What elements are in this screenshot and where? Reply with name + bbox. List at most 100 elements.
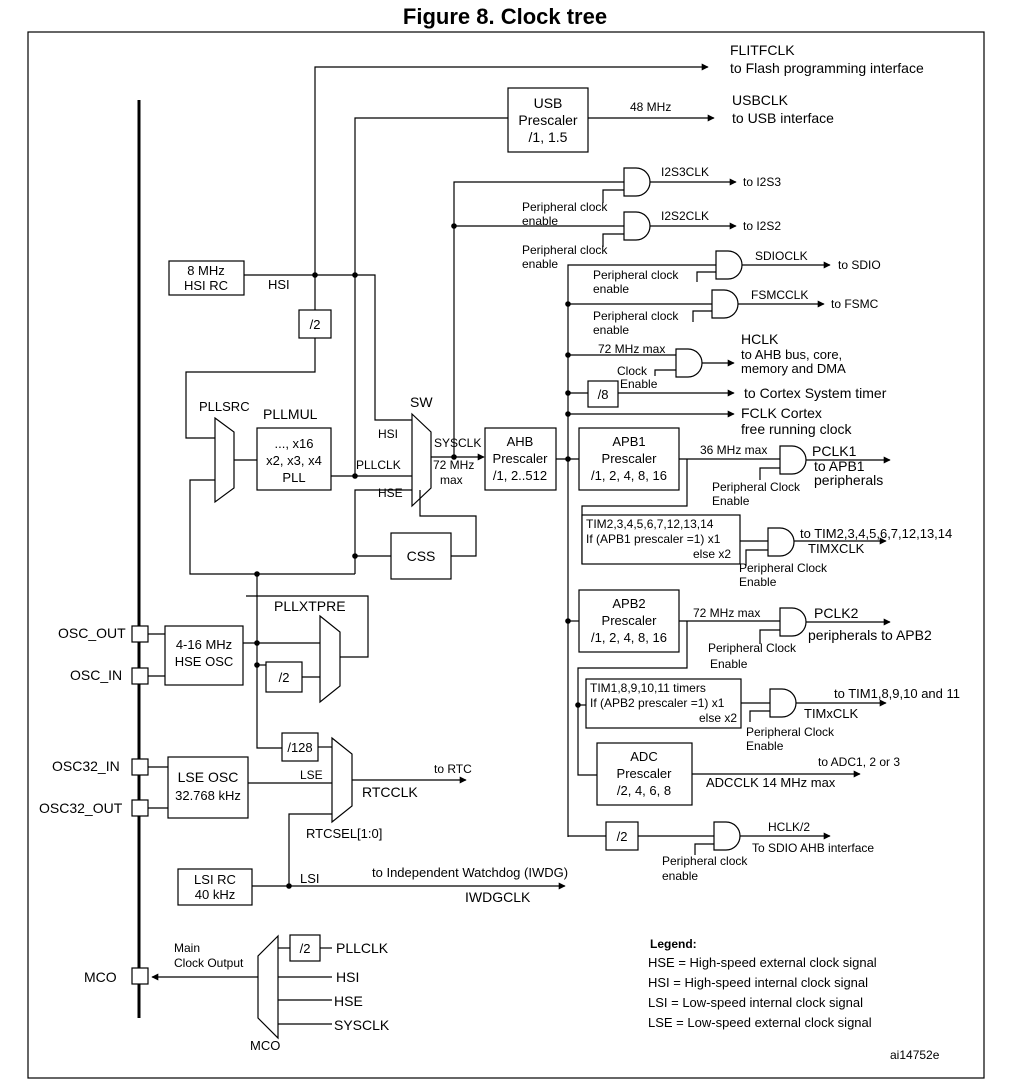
sysclk-label: SYSCLK [434,436,481,450]
adc-signal: ADCCLK 14 MHz max [706,775,836,790]
pllxtpre-div: /2 [279,670,290,685]
tim-apb2-dest: to TIM1,8,9,10 and 11 [834,686,960,701]
sdio-enable-1: Peripheral clock [593,268,679,282]
sw-in-pll: PLLCLK [356,458,401,472]
apb2-dest: peripherals to APB2 [808,627,932,643]
lse-osc-line2: 32.768 kHz [175,788,241,803]
pclk1-and-gate [779,445,807,475]
pllxtpre-div2-box [265,661,303,693]
tim-apb2-enable-1: Peripheral Clock [746,725,835,739]
usb-box-line3: /1, 1.5 [529,129,568,145]
i2s-sysclk-line [453,181,624,457]
sdio-signal: SDIOCLK [755,249,808,263]
usb-input-line [354,117,508,390]
mco-div: /2 [300,941,311,956]
tim-apb1-box [581,514,741,565]
rtc-lse-label: LSE [300,768,323,782]
osc-out-label: OSC_OUT [58,625,126,641]
sw-in-hsi: HSI [378,427,398,441]
lse-osc-line1: LSE OSC [178,769,239,785]
sdio-enable-2: enable [593,282,629,296]
apb1-line3: /1, 2, 4, 8, 16 [591,468,667,483]
pllsrc-mux [214,416,235,504]
fsmc-and-gate [711,289,739,319]
osc-out-pin [131,625,149,643]
apb1-enable-1: Peripheral Clock [712,480,801,494]
sdio-ahb-div2-box [605,821,639,851]
apb2-enable-2: Enable [710,657,748,671]
fsmc-enable-1: Peripheral clock [593,309,679,323]
hsi-div2: /2 [310,317,321,332]
lsi-label: LSI [300,871,320,886]
apb1-dest-2: peripherals [814,472,883,488]
sdio-ahb-enable-2: enable [662,869,698,883]
tim-apb1-enable-1: Peripheral Clock [739,561,828,575]
pll-box [256,427,332,491]
pclk2-and-gate [779,607,807,637]
hclk-dest-1: to AHB bus, core, [741,347,842,362]
pclk2-signal: PCLK2 [814,605,859,621]
sdio-ahb-enable-1: Peripheral clock [662,854,748,868]
sdio-ahb-div: /2 [617,829,628,844]
usb-prescaler-box [507,87,589,153]
flitf-signal: FLITFCLK [730,42,795,58]
fclk-line2: free running clock [741,421,853,437]
pll-title: PLLMUL [263,406,318,422]
adc-line3: /2, 4, 6, 8 [617,783,671,798]
apb1-prescaler-box [578,427,680,491]
adc-line1: ADC [630,749,657,764]
apb1-line1: APB1 [612,434,645,449]
osc-in-pin [131,667,149,685]
mco-in-hse: HSE [334,993,363,1009]
sysclk-max-1: 72 MHz [433,458,474,472]
adc-line2: Prescaler [617,766,673,781]
legend-item-hsi: HSI = High-speed internal clock signal [648,975,868,990]
mco-div2-box [289,934,321,962]
pll-line3: PLL [282,470,305,485]
sw-in-hse: HSE [378,486,403,500]
apb2-prescaler-box [578,589,680,653]
tim-apb1-line1: TIM2,3,4,5,6,7,12,13,14 [586,517,714,531]
lsi-line2: 40 kHz [195,887,235,902]
usb-freq: 48 MHz [630,100,671,114]
sdio-ahb-signal: HCLK/2 [768,820,810,834]
pllsrc-label: PLLSRC [199,399,250,414]
iwdgclk-signal: IWDGCLK [465,889,531,905]
pll-line2: x2, x3, x4 [266,453,322,468]
apb1-line2: Prescaler [602,451,658,466]
mco-mux-label: MCO [250,1038,280,1053]
fsmc-enable-2: enable [593,323,629,337]
adc-dest: to ADC1, 2 or 3 [818,755,900,769]
apb1-enable-2: Enable [712,494,750,508]
mco-mux [257,934,279,1040]
i2s3-signal: I2S3CLK [661,165,709,179]
tim-apb1-line3: else x2 [693,547,731,561]
cortex-dest: to Cortex System timer [744,385,887,401]
apb1-max: 36 MHz max [700,443,767,457]
hse-osc-line2: HSE OSC [175,654,234,669]
sdio-ahb-dest: To SDIO AHB interface [752,841,874,855]
lsi-line1: LSI RC [194,872,236,887]
i2s2-signal: I2S2CLK [661,209,709,223]
sdio-and-gate [715,250,743,280]
ahb-prescaler-box [484,427,557,491]
tim-apb2-enable-2: Enable [746,739,784,753]
hclk-bus [567,264,716,837]
tim-apb2-and-gate [769,688,797,718]
flitf-line [314,63,709,275]
sw-mux [411,412,432,508]
sysclk-max-2: max [440,473,463,487]
tim-apb2-line1: TIM1,8,9,10,11 timers [590,681,706,695]
adc-prescaler-box [596,742,693,806]
mco-in-pllclk: PLLCLK [336,940,389,956]
i2s2-enable-1: Peripheral clock [522,243,608,257]
figure-title: Figure 8. Clock tree [403,4,607,29]
cortex-div: /8 [598,387,609,402]
mco-in-sysclk: SYSCLK [334,1017,390,1033]
lsi-dest: to Independent Watchdog (IWDG) [372,865,568,880]
ahb-line3: /1, 2..512 [493,468,547,483]
i2s3-dest: to I2S3 [743,175,781,189]
i2s3-and-gate [623,167,651,197]
fsmc-signal: FSMCCLK [751,288,808,302]
